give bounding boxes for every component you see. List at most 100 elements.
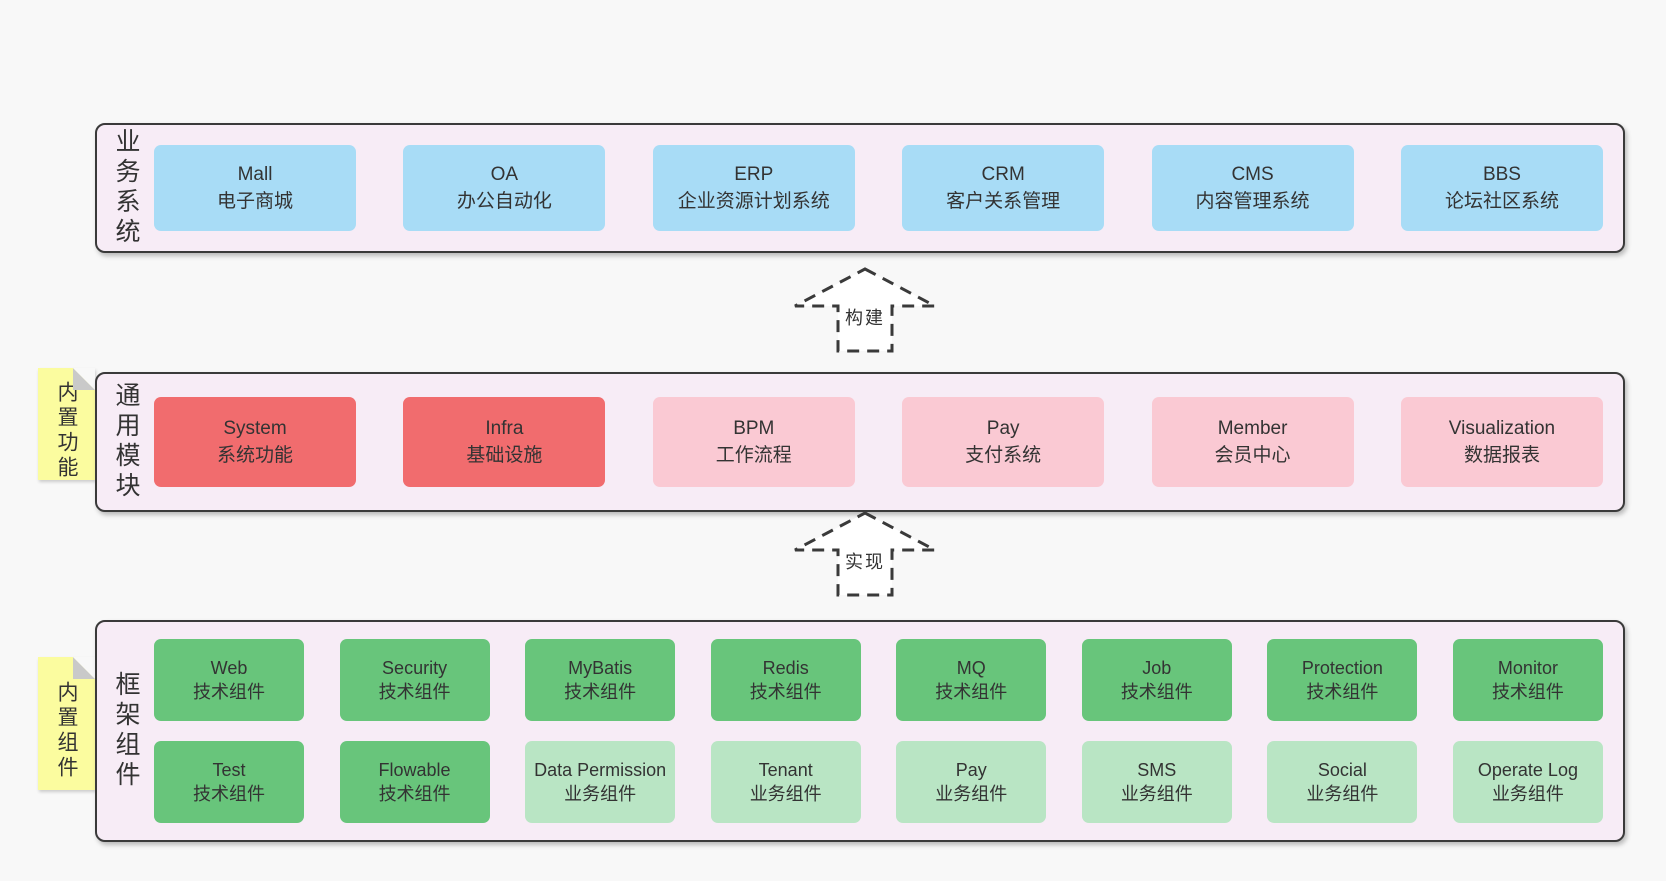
module-box-visualization: Visualization 数据报表: [1400, 397, 1603, 487]
box-subtitle: 技术组件: [1491, 682, 1564, 702]
sticky-note-label: 内置功能: [55, 381, 78, 481]
box-subtitle: 业务组件: [749, 784, 822, 804]
box-subtitle: 技术组件: [193, 682, 265, 702]
box-title: Test: [212, 760, 246, 780]
box-subtitle: 数据报表: [1463, 445, 1540, 466]
folded-corner-icon: [73, 368, 95, 390]
box-title: Pay: [955, 760, 987, 780]
box-title: OA: [490, 164, 519, 185]
box-subtitle: 业务组件: [564, 784, 637, 804]
box-title: Tenant: [758, 760, 813, 780]
box-title: Web: [210, 658, 248, 678]
box-subtitle: 技术组件: [1120, 682, 1193, 702]
sticky-note-built-in-features: 内置功能: [38, 368, 95, 481]
folded-corner-icon: [73, 657, 95, 679]
module-box-erp: ERP 企业资源计划系统: [652, 145, 855, 231]
build-arrow-label: 构建: [845, 308, 885, 328]
box-subtitle: 业务组件: [935, 784, 1008, 804]
box-title: MyBatis: [568, 658, 633, 678]
module-box-system: System 系统功能: [154, 397, 356, 487]
module-box-redis: Redis 技术组件: [710, 639, 861, 721]
module-box-tenant: Tenant 业务组件: [710, 741, 861, 823]
module-box-operate-log: Operate Log 业务组件: [1452, 741, 1603, 823]
box-subtitle: 业务组件: [1306, 784, 1379, 804]
box-subtitle: 业务组件: [1491, 784, 1564, 804]
box-title: Social: [1317, 760, 1367, 780]
box-title: SMS: [1137, 760, 1177, 780]
module-box-sms: SMS 业务组件: [1081, 741, 1232, 823]
module-box-infra: Infra 基础设施: [403, 397, 606, 487]
box-title: BPM: [733, 418, 775, 439]
box-title: Pay: [986, 418, 1020, 439]
box-title: ERP: [734, 164, 774, 185]
module-box-mall: Mall 电子商城: [154, 145, 356, 231]
box-title: Security: [382, 658, 448, 678]
module-box-member: Member 会员中心: [1151, 397, 1354, 487]
box-subtitle: 论坛社区系统: [1444, 191, 1559, 212]
box-title: Mall: [237, 164, 273, 185]
implement-arrow-icon: 实现: [794, 511, 936, 597]
box-subtitle: 系统功能: [216, 445, 293, 466]
module-box-social: Social 业务组件: [1267, 741, 1418, 823]
common-modules-panel: 通用模块 System 系统功能 Infra 基础设施 BPM 工作流程 Pay 支付系统 Me…: [95, 372, 1625, 512]
box-subtitle: 技术组件: [378, 682, 451, 702]
box-title: Flowable: [378, 760, 451, 780]
module-box-data-permission: Data Permission 业务组件: [525, 741, 676, 823]
box-subtitle: 技术组件: [935, 682, 1008, 702]
box-title: Data Permission: [534, 760, 667, 780]
module-box-bpm: BPM 工作流程: [652, 397, 855, 487]
box-subtitle: 支付系统: [965, 445, 1042, 466]
module-box-flowable: Flowable 技术组件: [339, 741, 490, 823]
box-title: System: [223, 418, 287, 439]
box-title: BBS: [1482, 164, 1521, 185]
build-arrow-icon: 构建: [794, 267, 936, 353]
box-subtitle: 技术组件: [749, 682, 822, 702]
module-box-test: Test 技术组件: [154, 741, 304, 823]
module-box-protection: Protection 技术组件: [1267, 639, 1418, 721]
module-box-job: Job 技术组件: [1081, 639, 1232, 721]
box-subtitle: 会员中心: [1214, 445, 1291, 466]
box-title: Member: [1217, 418, 1288, 439]
panel-label-common-modules: 通用模块: [112, 382, 140, 502]
common-modules-boxes: System 系统功能 Infra 基础设施 BPM 工作流程 Pay 支付系统 Member 会…: [142, 397, 1623, 487]
box-title: Job: [1142, 658, 1172, 678]
box-subtitle: 技术组件: [564, 682, 637, 702]
box-subtitle: 电子商城: [216, 191, 293, 212]
box-subtitle: 企业资源计划系统: [677, 191, 830, 212]
panel-label-framework-components: 框架组件: [112, 671, 140, 791]
module-box-crm: CRM 客户关系管理: [902, 145, 1105, 231]
module-box-pay: Pay 业务组件: [896, 741, 1047, 823]
box-title: Visualization: [1448, 418, 1556, 439]
module-box-security: Security 技术组件: [339, 639, 490, 721]
sticky-note-label: 内置组件: [55, 680, 78, 781]
box-subtitle: 工作流程: [715, 445, 792, 466]
box-subtitle: 业务组件: [1120, 784, 1193, 804]
box-title: MQ: [956, 658, 986, 678]
box-subtitle: 内容管理系统: [1195, 191, 1310, 212]
box-subtitle: 技术组件: [378, 784, 451, 804]
box-subtitle: 技术组件: [1306, 682, 1379, 702]
sticky-note-built-in-components: 内置组件: [38, 657, 95, 790]
box-title: Operate Log: [1477, 760, 1578, 780]
module-box-mybatis: MyBatis 技术组件: [525, 639, 676, 721]
box-subtitle: 客户关系管理: [946, 191, 1061, 212]
box-subtitle: 基础设施: [466, 445, 543, 466]
panel-label-business-systems: 业务系统: [112, 128, 140, 248]
module-box-mq: MQ 技术组件: [896, 639, 1047, 721]
module-box-web: Web 技术组件: [154, 639, 304, 721]
box-title: CRM: [981, 164, 1025, 185]
box-subtitle: 技术组件: [193, 784, 265, 804]
box-title: Redis: [762, 658, 809, 678]
box-title: Infra: [485, 418, 524, 439]
box-title: Protection: [1301, 658, 1383, 678]
